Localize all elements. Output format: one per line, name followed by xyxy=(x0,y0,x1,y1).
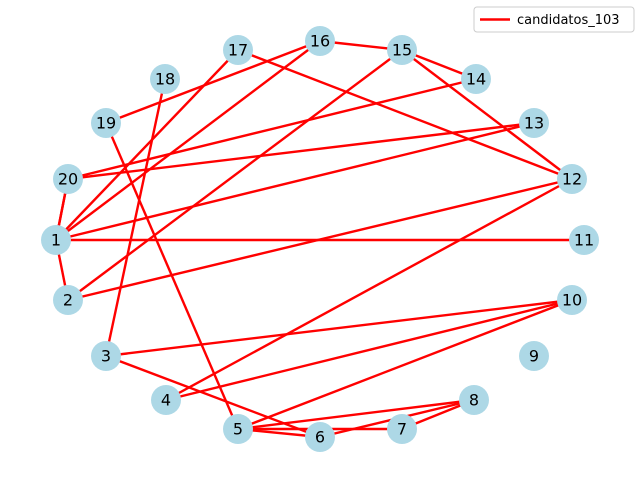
node-10: 10 xyxy=(557,285,587,315)
node-11: 11 xyxy=(569,225,599,255)
node-5: 5 xyxy=(223,414,253,444)
node-4: 4 xyxy=(151,385,181,415)
edge-16-19 xyxy=(105,39,321,125)
node-16: 16 xyxy=(305,26,335,56)
legend: candidatos_103 xyxy=(473,6,635,33)
node-1: 1 xyxy=(41,225,71,255)
node-label: 7 xyxy=(397,420,407,439)
edge-20-14 xyxy=(67,77,477,181)
edge-5-19 xyxy=(104,122,240,430)
node-label: 5 xyxy=(233,420,243,439)
node-circle xyxy=(569,225,599,255)
node-circle xyxy=(387,35,417,65)
node-circle xyxy=(223,414,253,444)
edge-4-10 xyxy=(165,298,573,402)
node-label: 9 xyxy=(529,347,539,366)
node-label: 13 xyxy=(524,114,544,133)
edge-4-12 xyxy=(165,177,573,402)
node-circle xyxy=(53,164,83,194)
node-18: 18 xyxy=(150,64,180,94)
node-9: 9 xyxy=(519,341,549,371)
node-15: 15 xyxy=(387,35,417,65)
edge-2-12 xyxy=(67,177,573,302)
edge-12-15 xyxy=(401,49,573,180)
node-6: 6 xyxy=(305,422,335,452)
node-circle xyxy=(305,422,335,452)
node-3: 3 xyxy=(91,341,121,371)
edge-1-16 xyxy=(55,40,321,241)
node-label: 16 xyxy=(310,32,330,51)
node-label: 12 xyxy=(562,170,582,189)
node-circle xyxy=(387,414,417,444)
node-label: 19 xyxy=(96,114,116,133)
node-17: 17 xyxy=(223,35,253,65)
node-label: 20 xyxy=(58,170,78,189)
node-label: 8 xyxy=(469,391,479,410)
node-circle xyxy=(519,341,549,371)
node-2: 2 xyxy=(53,285,83,315)
node-8: 8 xyxy=(459,385,489,415)
node-13: 13 xyxy=(519,108,549,138)
node-circle xyxy=(53,285,83,315)
node-circle xyxy=(519,108,549,138)
legend-box xyxy=(473,6,635,33)
node-14: 14 xyxy=(461,64,491,94)
legend-label: candidatos_103 xyxy=(517,13,620,28)
edges-layer xyxy=(54,39,584,439)
node-circle xyxy=(459,385,489,415)
node-label: 1 xyxy=(51,231,61,250)
node-label: 18 xyxy=(155,70,175,89)
node-19: 19 xyxy=(91,108,121,138)
node-circle xyxy=(223,35,253,65)
node-circle xyxy=(150,64,180,94)
node-7: 7 xyxy=(387,414,417,444)
node-label: 4 xyxy=(161,391,171,410)
edge-3-18 xyxy=(104,78,167,357)
node-circle xyxy=(557,164,587,194)
node-circle xyxy=(151,385,181,415)
node-label: 3 xyxy=(101,347,111,366)
node-label: 11 xyxy=(574,231,594,250)
node-circle xyxy=(461,64,491,94)
node-circle xyxy=(91,341,121,371)
node-label: 17 xyxy=(228,41,248,60)
edge-5-10 xyxy=(237,298,573,431)
edge-1-13 xyxy=(55,121,535,242)
node-label: 6 xyxy=(315,428,325,447)
edge-5-8 xyxy=(237,398,475,431)
node-circle xyxy=(305,26,335,56)
node-circle xyxy=(91,108,121,138)
edge-1-17 xyxy=(55,49,239,241)
node-20: 20 xyxy=(53,164,83,194)
node-label: 2 xyxy=(63,291,73,310)
edge-20-13 xyxy=(67,121,535,181)
node-label: 14 xyxy=(466,70,486,89)
node-label: 10 xyxy=(562,291,582,310)
node-12: 12 xyxy=(557,164,587,194)
edge-12-17 xyxy=(237,48,573,181)
node-label: 15 xyxy=(392,41,412,60)
edge-3-10 xyxy=(105,298,573,358)
node-circle xyxy=(557,285,587,315)
node-circle xyxy=(41,225,71,255)
